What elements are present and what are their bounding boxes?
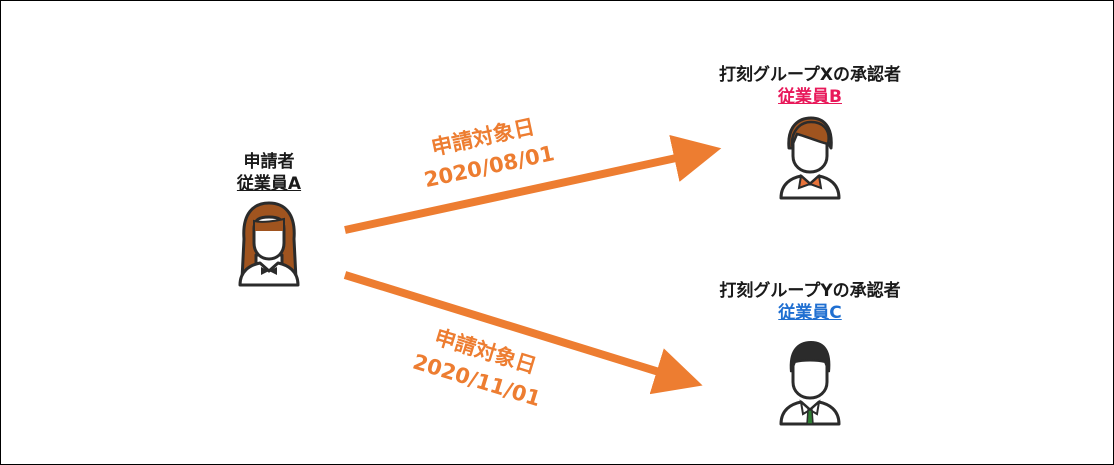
approver-x-name: 従業員B xyxy=(778,87,842,107)
approver-y-name: 従業員C xyxy=(778,303,842,323)
approver-x-block: 打刻グループXの承認者 従業員B xyxy=(690,64,930,200)
approver-y-block: 打刻グループYの承認者 従業員C xyxy=(690,280,930,426)
applicant-block: 申請者 従業員A xyxy=(209,151,329,287)
approver-y-role: 打刻グループYの承認者 xyxy=(719,281,901,301)
female-employee-icon xyxy=(238,201,300,287)
male-employee-brown-hair-icon xyxy=(779,116,841,200)
applicant-role: 申請者 xyxy=(243,152,295,172)
applicant-name: 従業員A xyxy=(236,174,302,194)
approver-x-role: 打刻グループXの承認者 xyxy=(718,65,902,85)
male-employee-dark-hair-icon xyxy=(779,340,841,426)
arrow-to-approver-y xyxy=(343,271,703,395)
arrow-to-approver-x xyxy=(344,134,722,234)
